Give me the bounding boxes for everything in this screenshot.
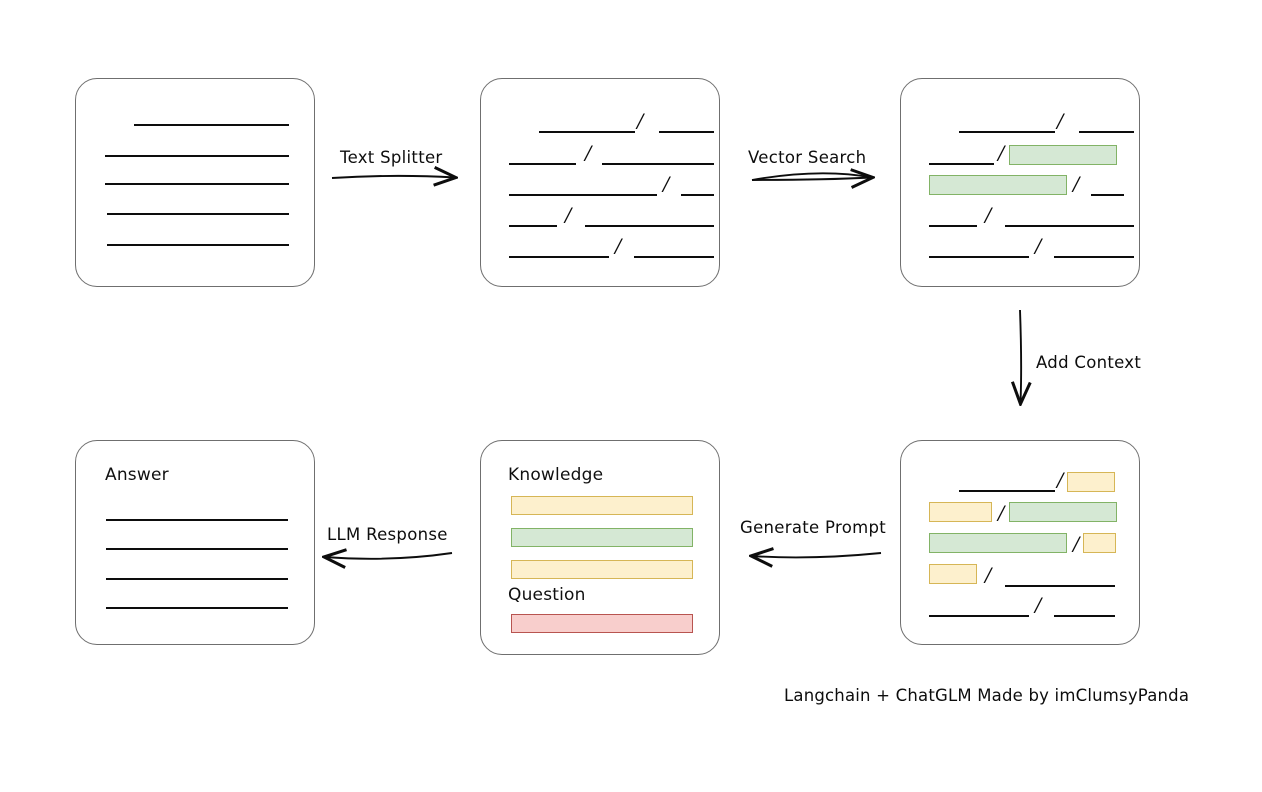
chunk-line (634, 256, 714, 258)
document-line (105, 155, 289, 157)
chunk-line (1005, 225, 1134, 227)
knowledge-bar[interactable] (511, 560, 693, 579)
chunk-line (509, 194, 657, 196)
chunk-line (1091, 194, 1124, 196)
chunk-line (1054, 615, 1115, 617)
context-chunk-highlight[interactable] (1009, 502, 1117, 522)
retrieved-chunk-highlight[interactable] (929, 175, 1067, 195)
chunk-line (1054, 256, 1134, 258)
chunk-line (959, 131, 1055, 133)
knowledge-label: Knowledge (508, 465, 604, 485)
context-chunk-highlight[interactable] (929, 533, 1067, 553)
context-chunks-card[interactable]: / / / / / (900, 440, 1140, 645)
chunk-line (509, 225, 557, 227)
chunk-separator: / (1057, 110, 1064, 132)
document-line (105, 183, 289, 185)
context-chunk-highlight[interactable] (929, 502, 992, 522)
edge-label-generate-prompt: Generate Prompt (740, 518, 886, 537)
chunk-line (929, 163, 994, 165)
chunk-line (602, 163, 714, 165)
answer-label: Answer (105, 465, 169, 485)
arrow-add-context (1020, 309, 1021, 403)
chunk-line (959, 490, 1055, 492)
retrieved-chunks-card[interactable]: / / / / / (900, 78, 1140, 287)
chunk-line (659, 131, 714, 133)
chunk-separator: / (985, 564, 992, 586)
arrow-llm-response (325, 553, 453, 559)
chunk-separator: / (1073, 173, 1080, 195)
chunk-separator: / (985, 204, 992, 226)
credit-text: Langchain + ChatGLM Made by imClumsyPand… (784, 686, 1190, 705)
chunk-separator: / (565, 204, 572, 226)
chunk-line (681, 194, 714, 196)
knowledge-bar[interactable] (511, 496, 693, 515)
context-chunk-highlight[interactable] (1083, 533, 1116, 553)
retrieved-chunk-highlight[interactable] (1009, 145, 1117, 165)
arrow-vector-search (751, 173, 872, 180)
chunk-separator: / (663, 173, 670, 195)
chunk-separator: / (998, 142, 1005, 164)
prompt-card[interactable]: Knowledge Question (480, 440, 720, 655)
answer-line (106, 607, 288, 609)
answer-line (106, 519, 288, 521)
answer-card[interactable]: Answer (75, 440, 315, 645)
chunk-separator: / (1035, 594, 1042, 616)
chunk-line (509, 163, 576, 165)
source-document-card[interactable] (75, 78, 315, 287)
chunk-separator: / (1057, 469, 1064, 491)
document-line (134, 124, 289, 126)
question-bar[interactable] (511, 614, 693, 633)
context-chunk-highlight[interactable] (1067, 472, 1115, 492)
context-chunk-highlight[interactable] (929, 564, 977, 584)
chunk-separator: / (637, 110, 644, 132)
chunk-line (929, 615, 1029, 617)
answer-line (106, 548, 288, 550)
edge-label-llm-response: LLM Response (327, 525, 448, 544)
chunk-line (1005, 585, 1115, 587)
chunk-line (929, 225, 977, 227)
chunk-separator: / (1035, 235, 1042, 257)
chunk-separator: / (1073, 533, 1080, 555)
chunk-line (1079, 131, 1134, 133)
chunk-separator: / (615, 235, 622, 257)
arrow-generate-prompt (752, 553, 882, 557)
edge-label-vector-search: Vector Search (748, 148, 867, 167)
chunk-line (929, 256, 1029, 258)
document-line (107, 213, 289, 215)
answer-line (106, 578, 288, 580)
chunk-line (585, 225, 714, 227)
question-label: Question (508, 585, 586, 605)
document-line (107, 244, 289, 246)
arrow-text-splitter (331, 176, 455, 178)
edge-label-text-splitter: Text Splitter (340, 148, 443, 167)
chunk-separator: / (585, 142, 592, 164)
chunk-separator: / (998, 502, 1005, 524)
split-chunks-card[interactable]: / / / / / (480, 78, 720, 287)
chunk-line (509, 256, 609, 258)
chunk-line (539, 131, 635, 133)
edge-label-add-context: Add Context (1036, 353, 1142, 372)
knowledge-bar[interactable] (511, 528, 693, 547)
